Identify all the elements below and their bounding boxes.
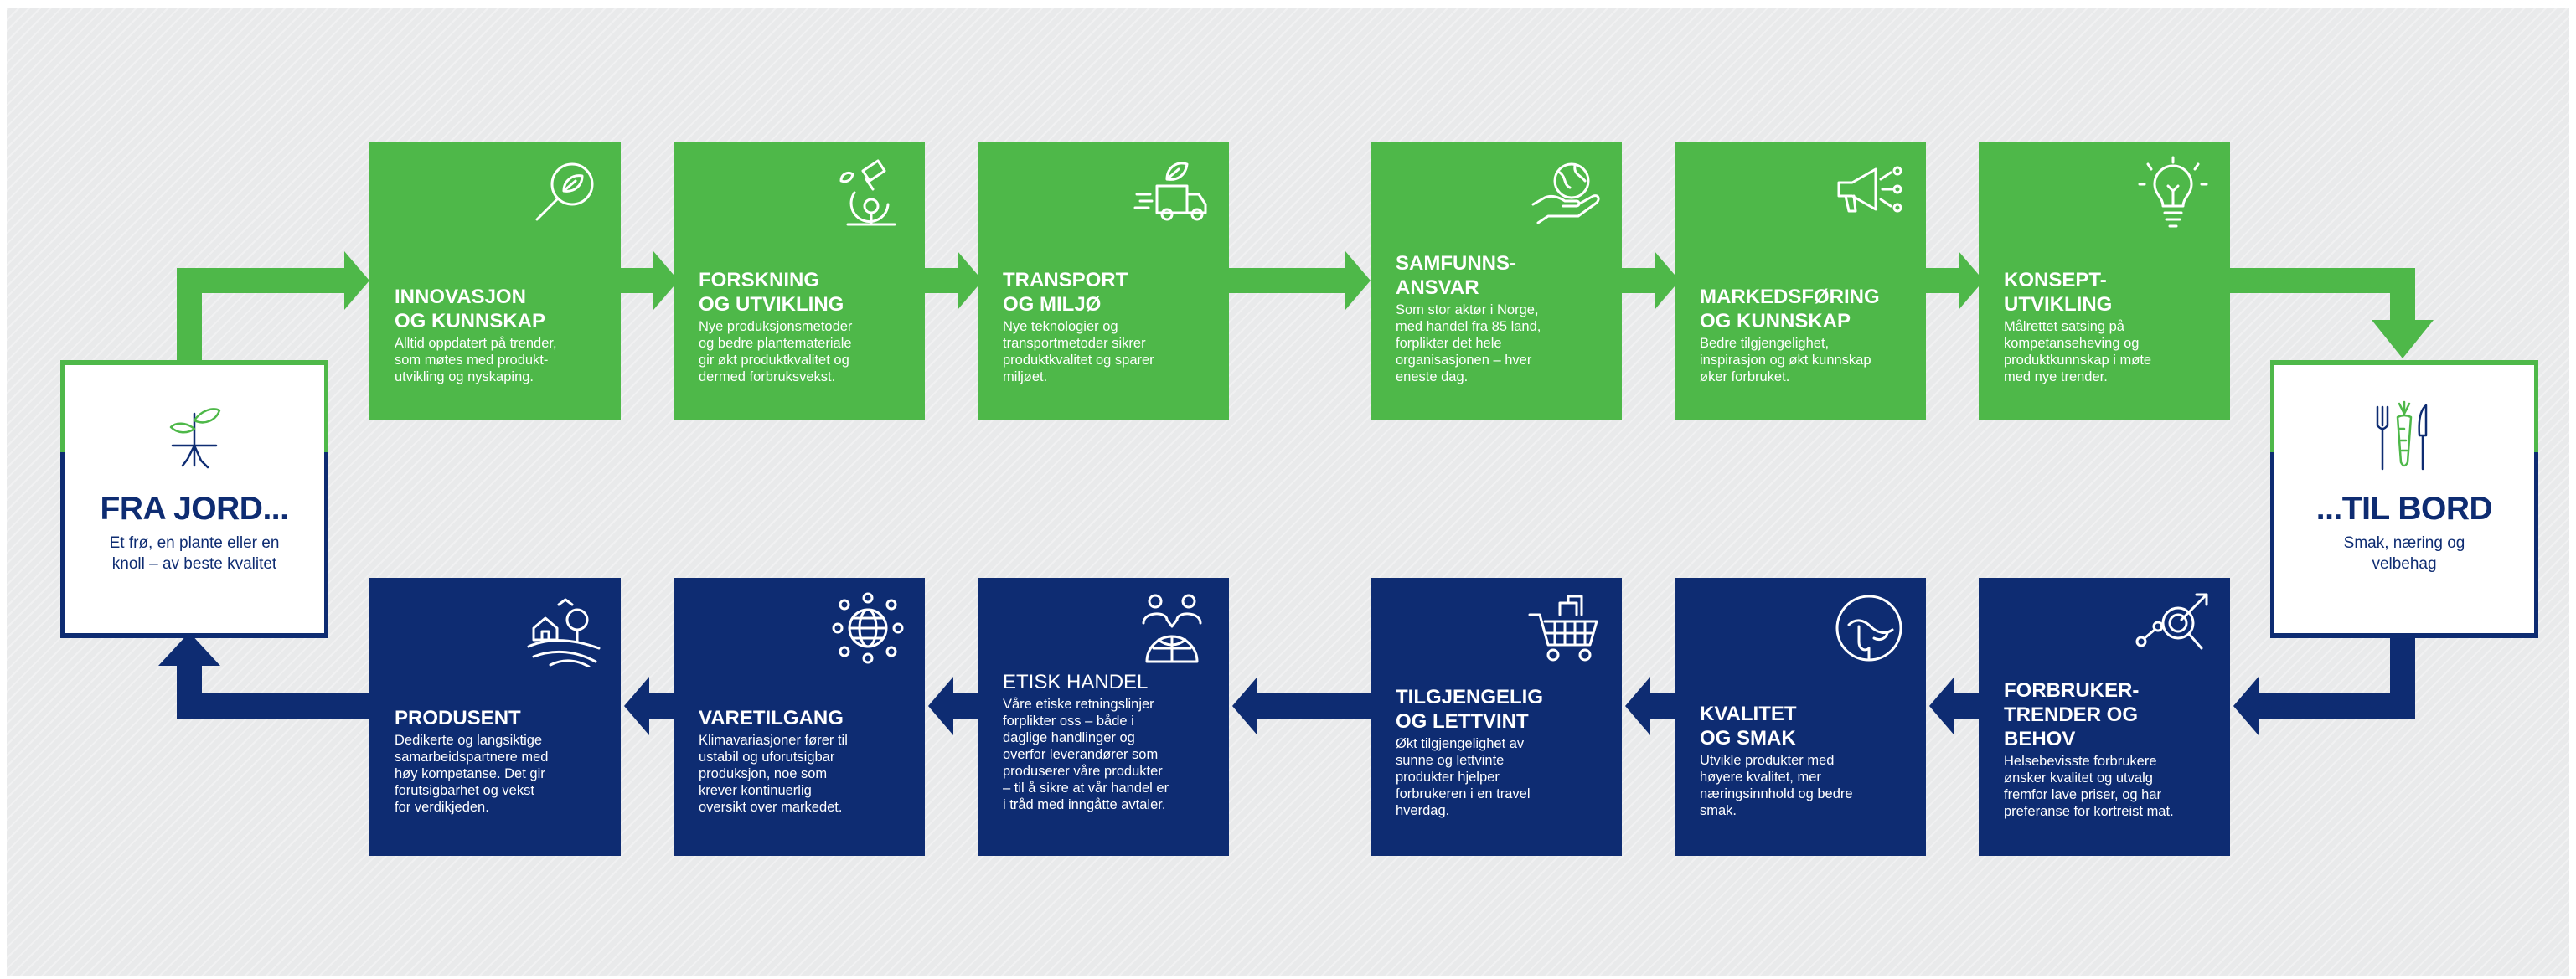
- step-title: KVALITET OG SMAK: [1700, 703, 1797, 750]
- arrow-head-to-forskning: [653, 251, 679, 310]
- farm-landscape-icon: [527, 598, 601, 667]
- start-frame-right-bottom: [320, 452, 328, 636]
- arrow-end-return-left: [2259, 693, 2415, 719]
- globe-network-icon: [832, 592, 904, 664]
- end-frame-right-top: [2530, 360, 2538, 452]
- start-frame-right-top: [320, 360, 328, 452]
- step-title: VARETILGANG: [699, 707, 844, 729]
- step-text: Alltid oppdatert på trender, som møtes m…: [395, 336, 557, 384]
- step-text: Helsebevisste forbrukere ønsker kvalitet…: [2004, 754, 2174, 819]
- delivery-truck-leaf-icon: [1133, 162, 1207, 221]
- end-frame-right-bottom: [2530, 452, 2538, 636]
- arrow-head-to-samfunnsansvar: [1345, 251, 1371, 310]
- step-forbrukertrender: FORBRUKER- TRENDER OG BEHOV Helsebevisst…: [1979, 578, 2230, 856]
- step-kvalitet: KVALITET OG SMAK Utvikle produkter med h…: [1675, 578, 1926, 856]
- fork-carrot-knife-icon: [2376, 400, 2428, 471]
- start-title: FRA JORD...: [100, 491, 289, 527]
- arrow-head-to-transport: [958, 251, 983, 310]
- step-text: Klimavariasjoner fører til ustabil og uf…: [699, 733, 848, 815]
- end-til-bord: ...TIL BORD Smak, næring og velbehag: [2274, 365, 2534, 633]
- arrow-head-to-etisk-handel: [1232, 677, 1257, 735]
- step-konseptutvikling: KONSEPT- UTVIKLING Målrettet satsing på …: [1979, 142, 2230, 420]
- step-text: Målrettet satsing på kompetanseheving og…: [2004, 319, 2152, 384]
- arrow-shaft-6: [1925, 268, 1959, 293]
- arrow-shaft-5: [1621, 268, 1655, 293]
- arrow-head-to-konseptutvikling: [1959, 251, 1984, 310]
- arrow-end-down: [2390, 268, 2415, 320]
- step-text: Utvikle produkter med høyere kvalitet, m…: [1700, 753, 1853, 818]
- arrow-head-to-tilgjengelig: [1625, 677, 1650, 735]
- step-title: ETISK HANDEL: [1003, 671, 1149, 693]
- arrow-head-to-forbrukertrender: [2233, 677, 2259, 735]
- arrow-shaft-2: [620, 268, 653, 293]
- step-etisk-handel: ETISK HANDEL Våre etiske retningslinjer …: [978, 578, 1229, 856]
- step-markedsforing: MARKEDSFØRING OG KUNNSKAP Bedre tilgjeng…: [1675, 142, 1926, 420]
- arrow-head-to-innovasjon: [344, 251, 369, 310]
- start-subtitle: Et frø, en plante eller en knoll – av be…: [109, 534, 280, 573]
- step-title: INNOVASJON OG KUNNSKAP: [395, 286, 546, 332]
- step-text: Nye produksjonsmetoder og bedre plantema…: [699, 319, 853, 384]
- arrow-start-return-up: [177, 666, 202, 719]
- step-title: PRODUSENT: [395, 707, 521, 729]
- shopping-cart-icon: [1528, 595, 1598, 662]
- step-title: FORBRUKER- TRENDER OG BEHOV: [2004, 679, 2140, 750]
- step-title: FORSKNING OG UTVIKLING: [699, 269, 844, 316]
- step-text: Dedikerte og langsiktige samarbeidspartn…: [395, 733, 549, 815]
- arrow-shaft-3: [924, 268, 958, 293]
- step-text: Som stor aktør i Norge, med handel fra 8…: [1396, 302, 1541, 384]
- step-text: Nye teknologier og transportmetoder sikr…: [1003, 319, 1154, 384]
- arrow-start-return-left: [177, 693, 374, 719]
- end-subtitle: Smak, næring og velbehag: [2343, 534, 2465, 573]
- arrow-end-right: [2229, 268, 2415, 293]
- tasting-face-icon: [1835, 595, 1902, 662]
- step-text: Bedre tilgjengelighet, inspirasjon og øk…: [1700, 336, 1871, 384]
- step-text: Økt tilgjengelighet av sunne og lettvint…: [1396, 736, 1531, 818]
- step-title: KONSEPT- UTVIKLING: [2004, 269, 2113, 316]
- arrow-shaft-b3: [1257, 693, 1375, 719]
- arrow-head-to-varetilgang: [928, 677, 953, 735]
- arrow-shaft-4: [1228, 268, 1345, 293]
- step-tilgjengelig: TILGJENGELIG OG LETTVINT Økt tilgjengeli…: [1371, 578, 1622, 856]
- step-title: MARKEDSFØRING OG KUNNSKAP: [1700, 286, 1880, 332]
- arrow-head-to-markedsforing: [1655, 251, 1680, 310]
- trend-analysis-icon: [2135, 593, 2208, 650]
- magnifier-leaf-icon: [535, 162, 594, 221]
- step-forskning: FORSKNING OG UTVIKLING Nye produksjonsme…: [674, 142, 925, 420]
- end-title: ...TIL BORD: [2315, 491, 2493, 527]
- diagram-background: FRA JORD... Et frø, en plante eller en k…: [7, 8, 2569, 976]
- step-samfunnsansvar: SAMFUNNS- ANSVAR Som stor aktør i Norge,…: [1371, 142, 1622, 420]
- step-varetilgang: VARETILGANG Klimavariasjoner fører til u…: [674, 578, 925, 856]
- step-text: Våre etiske retningslinjer forplikter os…: [1003, 697, 1169, 812]
- step-produsent: PRODUSENT Dedikerte og langsiktige samar…: [369, 578, 621, 856]
- arrow-head-to-produsent: [624, 677, 649, 735]
- step-innovasjon: INNOVASJON OG KUNNSKAP Alltid oppdatert …: [369, 142, 621, 420]
- hand-globe-icon: [1531, 162, 1600, 224]
- arrow-head-to-fra-jord: [158, 632, 220, 666]
- step-title: SAMFUNNS- ANSVAR: [1396, 252, 1516, 299]
- step-title: TRANSPORT OG MILJØ: [1003, 269, 1128, 316]
- step-transport: TRANSPORT OG MILJØ Nye teknologier og tr…: [978, 142, 1229, 420]
- people-globe-icon: [1142, 594, 1202, 663]
- lightbulb-icon: [2138, 156, 2208, 228]
- arrow-start-right: [177, 268, 344, 293]
- arrow-head-to-kvalitet: [1929, 677, 1954, 735]
- microscope-icon: [839, 159, 896, 226]
- arrow-head-to-til-bord: [2372, 320, 2434, 358]
- sprout-roots-icon: [169, 408, 221, 469]
- step-title: TILGJENGELIG OG LETTVINT: [1396, 686, 1544, 733]
- start-fra-jord: FRA JORD... Et frø, en plante eller en k…: [65, 365, 324, 633]
- megaphone-icon: [1837, 166, 1902, 213]
